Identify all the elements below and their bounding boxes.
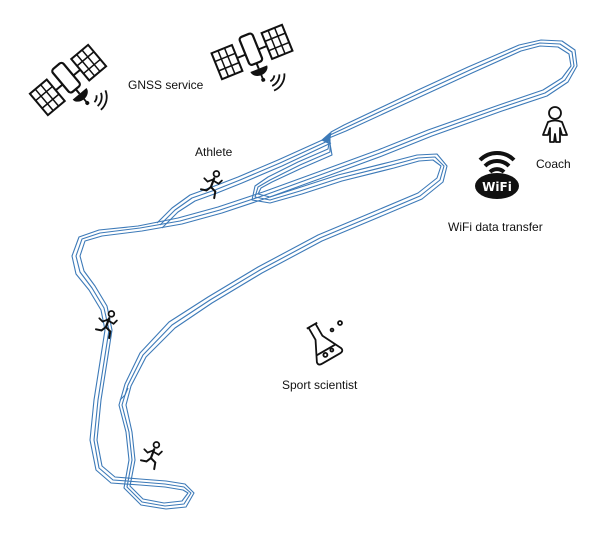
runner-icon [94,309,119,340]
gps-track [71,39,578,510]
satellite-icon [26,40,127,140]
wifi-data-transfer-label: WiFi data transfer [448,220,543,234]
wifi-icon: WiFi [475,150,519,199]
sport-scientist-label: Sport scientist [282,378,358,392]
runner-icon [139,440,163,471]
gnss-service-label: GNSS service [128,78,204,92]
satellite-icon [208,19,305,109]
person-icon [542,106,568,143]
wifi-badge-text: WiFi [482,180,512,194]
coach-label: Coach [536,157,571,171]
athlete-label: Athlete [195,145,233,159]
flask-icon [306,320,344,366]
